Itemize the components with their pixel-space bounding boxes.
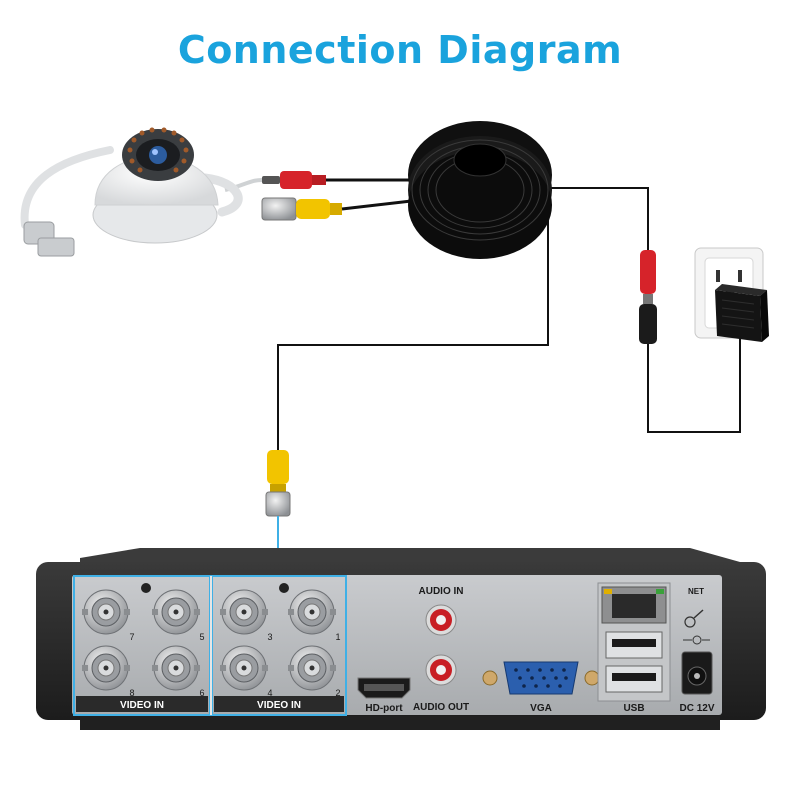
dc-12v-label: DC 12V <box>679 703 714 714</box>
bnc-connector <box>261 197 297 221</box>
video-in-port-6[interactable]: 6 <box>152 645 205 698</box>
red-power-plug <box>280 171 312 189</box>
vga-label: VGA <box>530 703 552 714</box>
audio-in-rca-port[interactable] <box>425 604 457 636</box>
video-in-label-left: VIDEO IN <box>120 700 164 711</box>
video-in-port-number: 3 <box>267 632 272 642</box>
audio-out-rca-port[interactable] <box>425 654 457 686</box>
video-wire <box>277 200 549 450</box>
video-in-ports: 7 5 8 6 3 1 4 2 <box>82 589 341 698</box>
usb-port-bottom[interactable] <box>605 665 663 693</box>
video-in-port-7[interactable]: 7 <box>82 589 135 642</box>
audio-in-label: AUDIO IN <box>419 586 464 597</box>
video-in-port-number: 4 <box>267 688 272 698</box>
black-plug-male <box>639 304 657 344</box>
hd-port-label: HD-port <box>365 703 403 714</box>
video-in-port-8[interactable]: 8 <box>82 645 135 698</box>
video-in-port-number: 2 <box>335 688 340 698</box>
cable-end-connectors <box>261 171 421 221</box>
hd-port[interactable] <box>357 677 411 699</box>
audio-out-label: AUDIO OUT <box>413 702 469 713</box>
camera-cable <box>200 173 243 217</box>
net-label: NET <box>688 587 704 596</box>
camera-pigtail <box>20 146 114 229</box>
usb-port-top[interactable] <box>605 631 663 659</box>
power-wire-bottom <box>647 330 741 433</box>
dc-polarity-icon <box>683 635 710 645</box>
screwdriver-icon <box>684 609 704 628</box>
video-in-port-4[interactable]: 4 <box>220 645 273 698</box>
video-in-port-number: 7 <box>129 632 134 642</box>
camera-lens-icon <box>149 146 167 164</box>
yellow-video-plug <box>296 199 330 219</box>
video-in-label-right: VIDEO IN <box>257 700 301 711</box>
usb-label: USB <box>623 703 644 714</box>
red-plug-female <box>640 250 656 294</box>
video-in-port-3[interactable]: 3 <box>220 589 273 642</box>
video-in-port-1[interactable]: 1 <box>288 589 341 642</box>
net-port[interactable] <box>601 586 667 624</box>
dome-camera <box>20 127 243 257</box>
power-adapter <box>715 284 769 342</box>
video-in-port-number: 5 <box>199 632 204 642</box>
diagram-title: Connection Diagram <box>177 28 623 72</box>
coil-center <box>453 143 507 177</box>
video-in-port-number: 8 <box>129 688 134 698</box>
camera-power-lead <box>37 237 75 257</box>
yellow-plug-to-dvr <box>267 450 289 484</box>
bnc-plug-to-dvr <box>265 491 291 517</box>
video-in-port-number: 6 <box>199 688 204 698</box>
power-plug-chain <box>639 250 657 352</box>
dvr-unit: 7 5 8 6 3 1 4 2 VIDEO IN VIDEO IN AUDIO IN AUDI… <box>36 548 766 730</box>
dc-power-jack[interactable] <box>681 651 713 695</box>
video-in-port-5[interactable]: 5 <box>152 589 205 642</box>
vga-port[interactable] <box>482 661 600 695</box>
video-in-port-number: 1 <box>335 632 340 642</box>
cable-coil <box>408 121 552 259</box>
video-in-port-2[interactable]: 2 <box>288 645 341 698</box>
